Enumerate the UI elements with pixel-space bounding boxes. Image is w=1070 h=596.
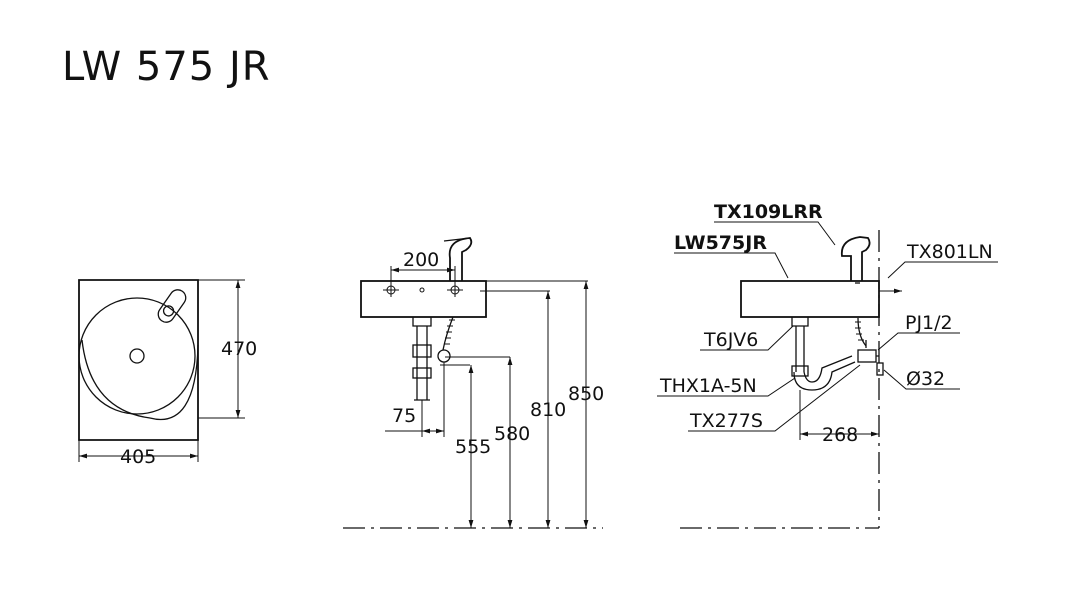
bowl-circle (78, 297, 196, 415)
stop-valve-front (437, 349, 451, 363)
top-view: 470 405 (78, 279, 257, 468)
side-view: TX109LRR LW575JR TX801LN PJ1/2 T6JV6 THX… (657, 201, 998, 529)
drain-side (791, 317, 809, 327)
dim-75-label: 75 (392, 405, 416, 427)
supply-hose (442, 316, 454, 351)
tap-hole-center (419, 287, 425, 293)
dim-200-label: 200 (403, 249, 439, 271)
dim-268-label: 268 (822, 424, 858, 446)
label-tx109lrr: TX109LRR (714, 201, 823, 223)
drain-front (412, 317, 432, 327)
label-t6jv6: T6JV6 (703, 329, 758, 351)
dim-580-label: 580 (494, 423, 530, 445)
basin-front (360, 280, 487, 318)
drain-circle (129, 348, 145, 364)
tap-hole-right (447, 283, 463, 297)
faucet-top-icon (157, 289, 187, 323)
basin-side (740, 280, 880, 318)
dim-810-label: 810 (530, 399, 566, 421)
label-pj12: PJ1/2 (905, 312, 953, 334)
dim-470-label: 470 (221, 338, 257, 360)
faucet-side (840, 236, 871, 281)
label-tx277s: TX277S (689, 410, 763, 432)
trap-side (793, 355, 856, 391)
drawing-title: LW 575 JR (62, 44, 271, 90)
stop-valve-side (857, 349, 877, 363)
faucet-front (448, 237, 473, 281)
label-d32: Ø32 (906, 368, 945, 390)
label-lw575jr: LW575JR (674, 232, 767, 254)
front-view: 200 75 555 580 810 850 (343, 237, 604, 529)
tap-hole-left (383, 283, 399, 297)
dim-850-label: 850 (568, 383, 604, 405)
label-tx801ln: TX801LN (906, 241, 993, 263)
dim-555-label: 555 (455, 436, 491, 458)
dim-405-label: 405 (120, 446, 156, 468)
basin-rim-curve (81, 339, 199, 421)
label-thx1a5n: THX1A-5N (659, 375, 757, 397)
